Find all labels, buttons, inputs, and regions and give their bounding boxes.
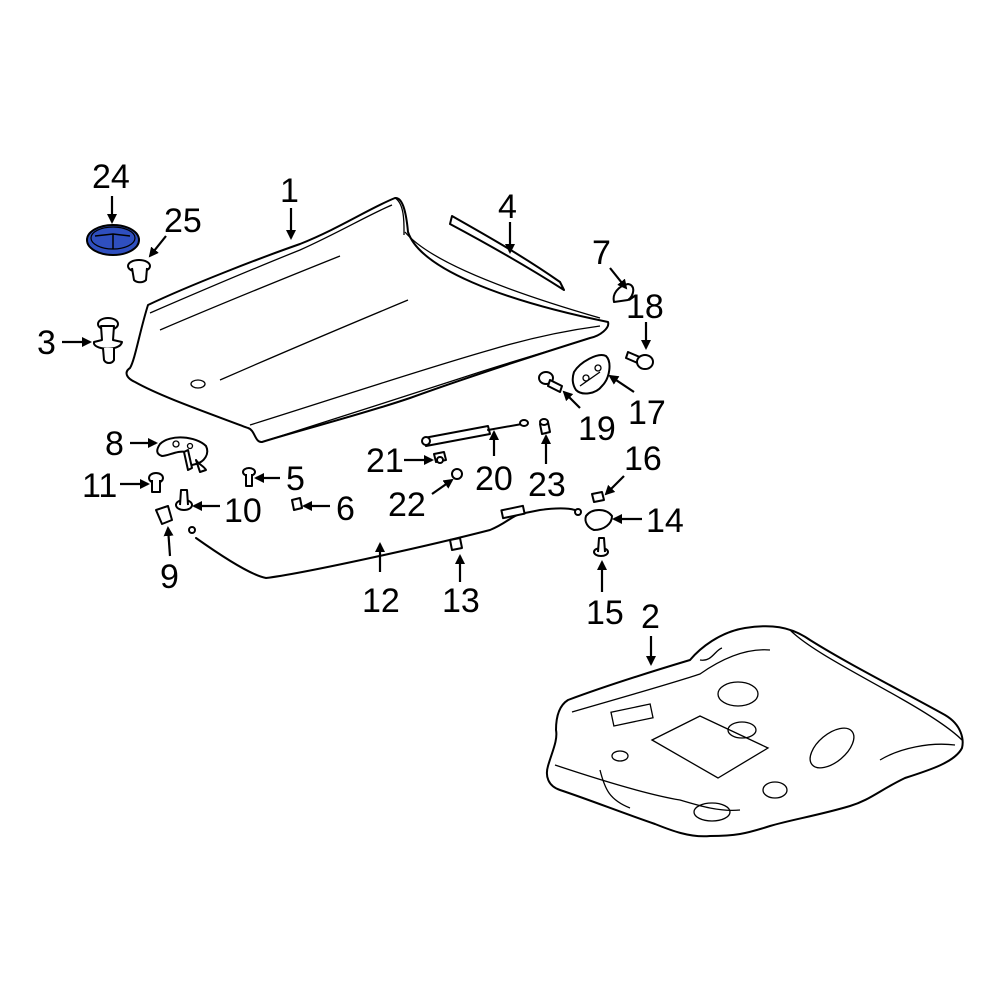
- ball-stud-21-part[interactable]: [433, 451, 447, 464]
- callout-14: 14: [646, 502, 684, 540]
- clip-22-part[interactable]: [451, 468, 463, 480]
- callout-7: 7: [592, 234, 611, 272]
- callout-8: 8: [105, 425, 124, 463]
- bolt-15-part[interactable]: [593, 537, 609, 557]
- callout-lines: [62, 196, 656, 666]
- pin-5-part[interactable]: [242, 467, 256, 487]
- bumper-stop-part[interactable]: [93, 317, 123, 364]
- release-cable-part[interactable]: [188, 504, 582, 580]
- callout-3: 3: [37, 324, 56, 362]
- hood-part[interactable]: [125, 197, 610, 443]
- release-handle-part[interactable]: [584, 509, 613, 531]
- callout-19: 19: [578, 410, 616, 448]
- bolt-19-part[interactable]: [538, 371, 563, 393]
- ball-stud-23-part[interactable]: [539, 418, 551, 435]
- insulator-pad-part[interactable]: [545, 625, 964, 838]
- hinge-part[interactable]: [571, 354, 611, 395]
- emblem-part[interactable]: [86, 224, 140, 256]
- weatherstrip-part[interactable]: [449, 215, 565, 291]
- callout-22: 22: [388, 486, 426, 524]
- callout-25: 25: [164, 202, 202, 240]
- nut-6-part[interactable]: [291, 497, 303, 511]
- bolt-18-part[interactable]: [625, 351, 654, 370]
- callout-16: 16: [624, 440, 662, 478]
- grommet-part[interactable]: [127, 259, 151, 284]
- callout-9: 9: [160, 558, 179, 596]
- lock-part[interactable]: [156, 436, 209, 473]
- clip-part[interactable]: [612, 283, 635, 303]
- callout-18: 18: [626, 288, 664, 326]
- callout-24: 24: [92, 158, 130, 196]
- callout-5: 5: [286, 460, 305, 498]
- callout-21: 21: [366, 442, 404, 480]
- callout-10: 10: [224, 492, 262, 530]
- callout-2: 2: [641, 598, 660, 636]
- callout-20: 20: [475, 460, 513, 498]
- callout-4: 4: [498, 188, 517, 226]
- callout-1: 1: [280, 172, 299, 210]
- bolt-11-part[interactable]: [148, 472, 164, 493]
- clip-13-part[interactable]: [449, 537, 463, 551]
- clip-16-part[interactable]: [591, 491, 605, 503]
- callout-15: 15: [586, 594, 624, 632]
- callout-6: 6: [336, 490, 355, 528]
- bolt-10-part[interactable]: [175, 489, 193, 511]
- callout-11: 11: [82, 467, 117, 505]
- lift-support-part[interactable]: [421, 419, 529, 447]
- bracket-9-part[interactable]: [155, 505, 173, 525]
- callout-17: 17: [628, 394, 666, 432]
- callout-12: 12: [362, 582, 400, 620]
- callout-23: 23: [528, 466, 566, 504]
- callout-13: 13: [442, 582, 480, 620]
- callout-labels: 1 2 3 4 5 6 7 8 9 10 11 12 13 14 15 16 1…: [37, 158, 684, 636]
